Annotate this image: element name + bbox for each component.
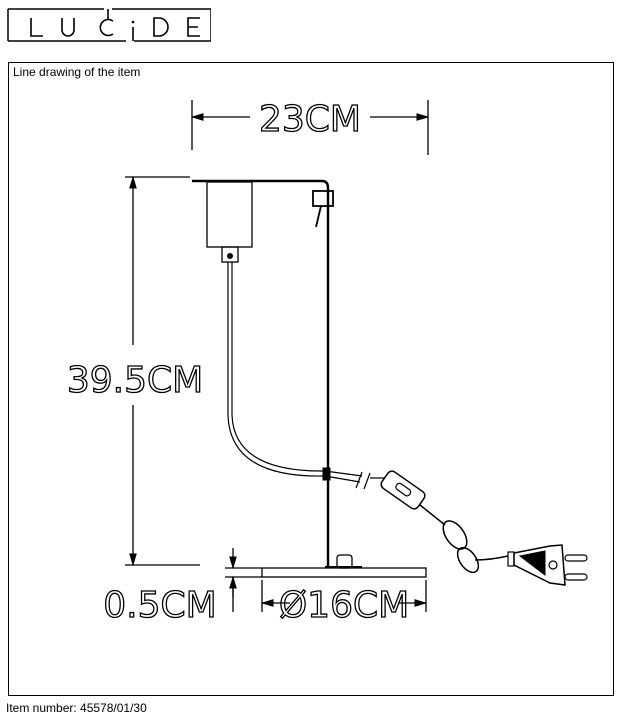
lucide-logo xyxy=(7,8,211,42)
lamp xyxy=(192,179,588,586)
base-diameter-dimension xyxy=(260,580,428,612)
width-label: 23CM xyxy=(259,99,361,140)
base-thickness-dimension xyxy=(225,548,262,612)
caption: Line drawing of the item xyxy=(13,65,141,79)
base-thickness-label: 0.5CM xyxy=(103,585,216,626)
drawing-frame xyxy=(8,62,614,696)
width-dimension xyxy=(190,100,430,155)
item-number: Item number: 45578/01/30 xyxy=(6,701,147,715)
height-label: 39.5CM xyxy=(67,360,203,401)
base-diameter-label: Ø16CM xyxy=(279,585,409,626)
height-dimension xyxy=(125,175,200,567)
